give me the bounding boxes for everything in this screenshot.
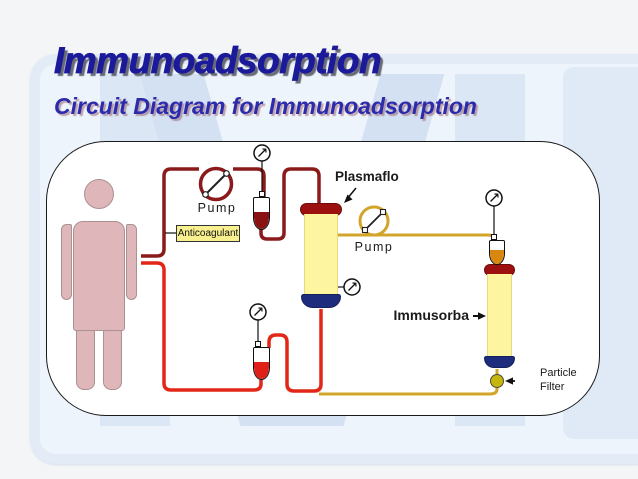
plasma-pump-label: Pump [354,240,394,254]
patient-head [84,179,114,209]
particle-filter-label-line2: Filter [540,381,565,393]
drip-chamber-blood [253,197,270,230]
plasmaflo-bottom-cap [301,294,341,308]
pressure-gauge-icon [253,144,271,191]
patient-leg [76,330,95,390]
page-title: Immunoadsorption [54,40,382,81]
patient-arm [126,224,137,300]
plasmaflo-label: Plasmaflo [335,169,399,184]
circuit-diagram-box: Pump Anticoagulant Plasmaflo Pump Immuso… [46,141,600,416]
tubing-layer [141,144,515,396]
particle-filter [490,374,504,388]
chamber-port [255,341,261,347]
page-subtitle: Circuit Diagram for Immunoadsorption [54,93,477,119]
drip-chamber-return [253,347,270,380]
plasma-line-filter-return [319,388,499,396]
pressure-gauge-icon [485,189,503,234]
plasmaflo-pointer-arrow [344,187,357,203]
pump-roller [223,170,230,177]
pressure-gauge-icon [249,303,267,341]
chamber-port [491,234,497,240]
immusorba-label: Immusorba [393,307,469,323]
blood-pump-label: Pump [197,201,237,215]
chamber-port [259,191,265,197]
return-line-plasmaflo-to-chamber [267,309,323,393]
pressure-gauge-icon [338,278,361,296]
particle-filter-label: Particle Filter [513,366,577,393]
drip-chamber-plasma [489,240,505,265]
pump-roller [202,191,209,198]
immusorba-body [487,274,512,358]
particle-filter-pointer-arrow [505,377,515,385]
patient-leg [103,330,122,390]
pump-roller [361,226,369,234]
immusorba-pointer-arrow [473,312,486,320]
chamber-fluid [490,250,504,264]
blood-line-chamber-to-plasmaflo [259,167,321,241]
return-line-chamber-to-patient [141,261,263,392]
pump-roller [379,208,387,216]
particle-filter-label-line1: Particle [540,367,577,379]
blood-pump-rotor [204,172,228,196]
chamber-fluid [254,361,269,379]
plasmaflo-body [304,214,338,297]
patient-torso [73,221,125,331]
chamber-fluid [254,211,269,229]
blood-line-patient-to-pump [141,167,199,258]
patient-arm [61,224,72,300]
anticoagulant-box: Anticoagulant [176,225,240,242]
immusorba-bottom-cap [484,356,515,368]
